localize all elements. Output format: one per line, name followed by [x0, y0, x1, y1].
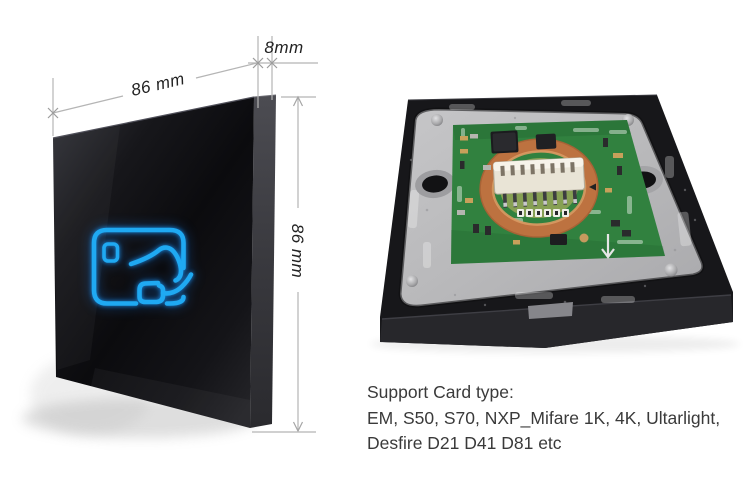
device-back-photo [370, 94, 740, 353]
smd-components [457, 134, 631, 245]
support-card-title: Support Card type: [367, 382, 514, 402]
front-panel [52, 94, 277, 428]
circuit-board [451, 120, 665, 264]
support-card-line1: EM, S50, S70, NXP_Mifare 1K, 4K, Ultarli… [367, 407, 721, 428]
dimension-lines [47, 36, 318, 433]
wire-connector [492, 157, 586, 208]
frame-clip-tab [528, 302, 573, 319]
direction-arrow [601, 234, 615, 259]
support-card-line2: Desfire D21 D41 D81 etc [367, 433, 562, 453]
device-front-photo [22, 36, 318, 438]
height-dimension-label: 86 mm [288, 223, 307, 279]
card-swipe-icon [91, 227, 194, 306]
thickness-dimension-label: 8mm [264, 38, 304, 57]
header-pads [517, 209, 569, 217]
ic-chips [490, 130, 557, 154]
support-card-text: Support Card type: EM, S50, S70, NXP_Mif… [367, 380, 720, 457]
